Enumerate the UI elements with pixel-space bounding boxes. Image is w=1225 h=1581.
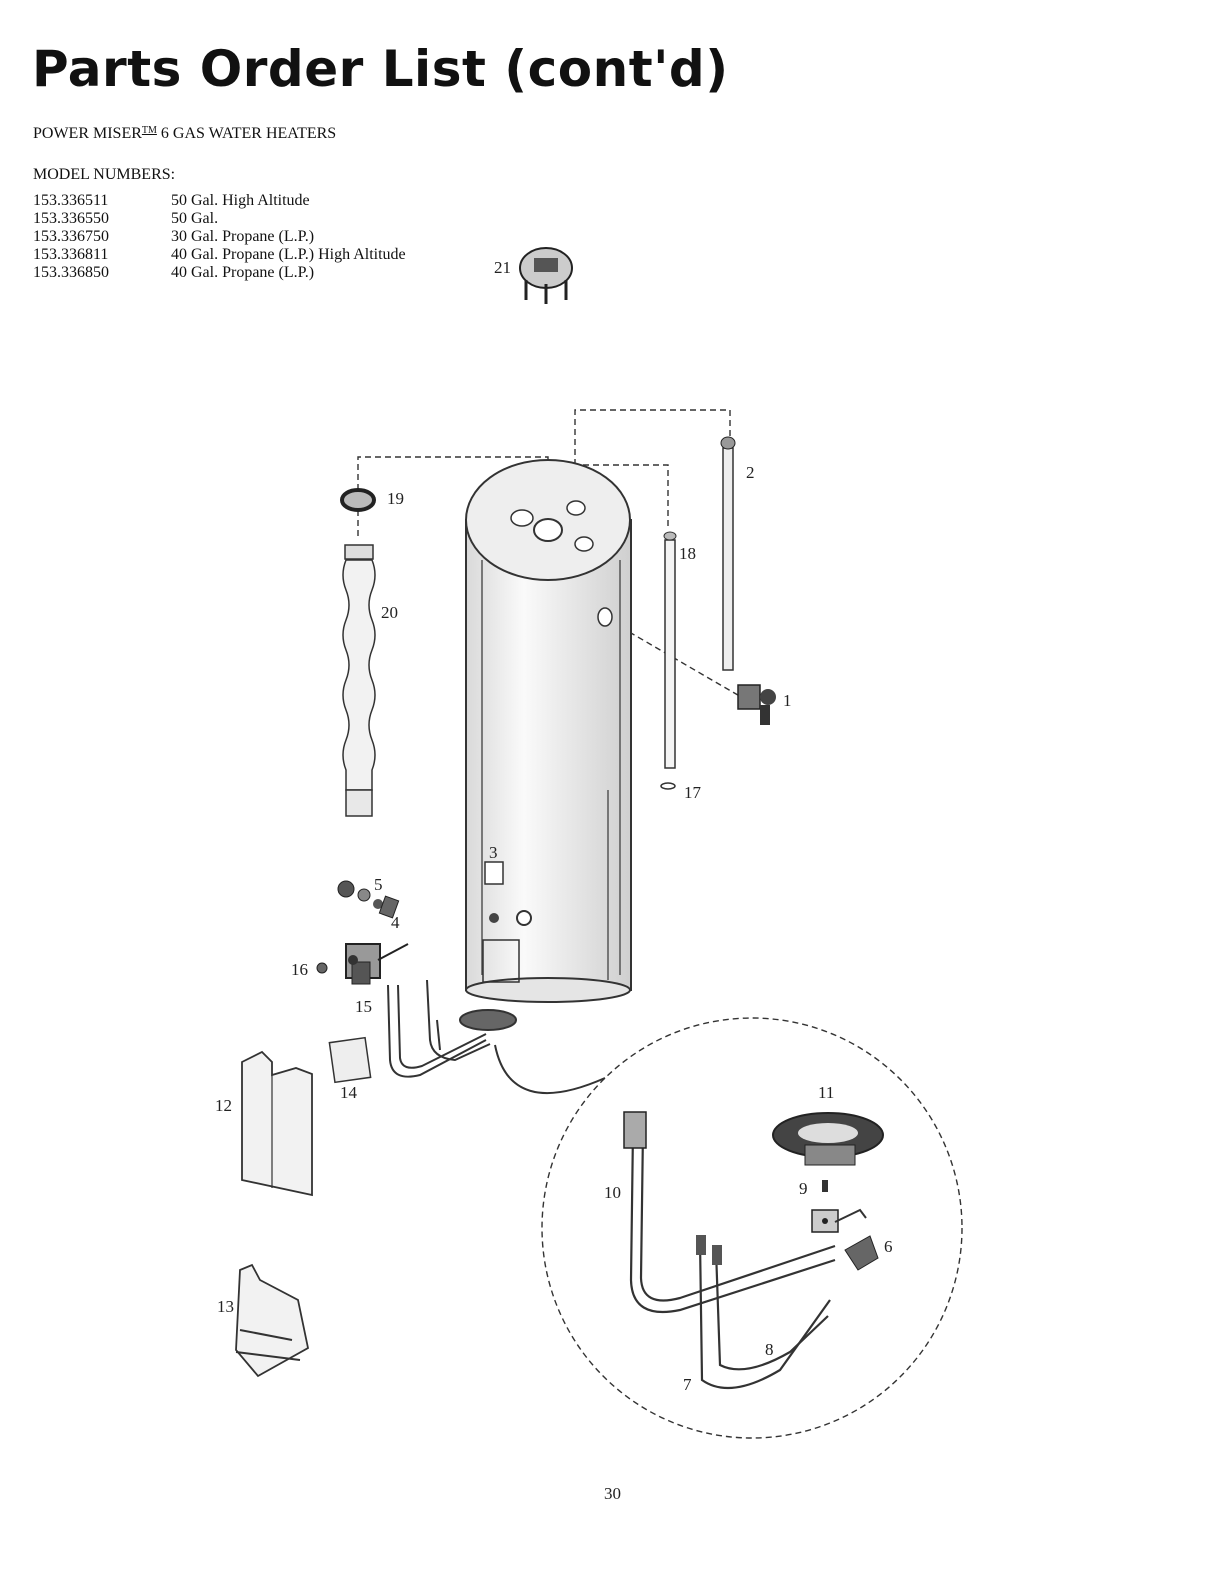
- detail-magnifier: [542, 1018, 962, 1438]
- callout-6: 6: [884, 1237, 893, 1256]
- dip-tube-part: [664, 532, 676, 768]
- outer-door-part: [242, 1052, 312, 1195]
- o-ring-part: [661, 783, 675, 789]
- callout-8: 8: [765, 1340, 774, 1359]
- page-number: 30: [0, 1484, 1225, 1504]
- callout-5: 5: [374, 875, 383, 894]
- drain-valve-part: [738, 685, 776, 725]
- callout-21: 21: [494, 258, 511, 277]
- callout-2: 2: [746, 463, 755, 482]
- anode-rod-part: [721, 437, 735, 670]
- nipple-ring-part: [342, 490, 374, 510]
- flex-connector-part: [343, 545, 375, 816]
- water-heater-tank: [466, 460, 631, 1002]
- knob-part: [317, 963, 327, 973]
- callout-15: 15: [355, 997, 372, 1016]
- callout-18: 18: [679, 544, 696, 563]
- callout-20: 20: [381, 603, 398, 622]
- callout-14: 14: [340, 1083, 358, 1102]
- callout-12: 12: [215, 1096, 232, 1115]
- callout-7: 7: [683, 1375, 692, 1394]
- fittings-part: [338, 881, 399, 918]
- gas-control-part: [346, 944, 408, 984]
- callout-19: 19: [387, 489, 404, 508]
- callout-9: 9: [799, 1179, 808, 1198]
- callout-1: 1: [783, 691, 792, 710]
- callout-4: 4: [391, 913, 400, 932]
- small-cover-part: [329, 1038, 370, 1083]
- callout-17: 17: [684, 783, 702, 802]
- callout-16: 16: [291, 960, 308, 979]
- callout-11: 11: [818, 1083, 834, 1102]
- vent-cap-part: [520, 248, 572, 304]
- callout-10: 10: [604, 1183, 621, 1202]
- inner-door-part: [236, 1265, 308, 1376]
- callout-3: 3: [489, 843, 498, 862]
- callout-13: 13: [217, 1297, 234, 1316]
